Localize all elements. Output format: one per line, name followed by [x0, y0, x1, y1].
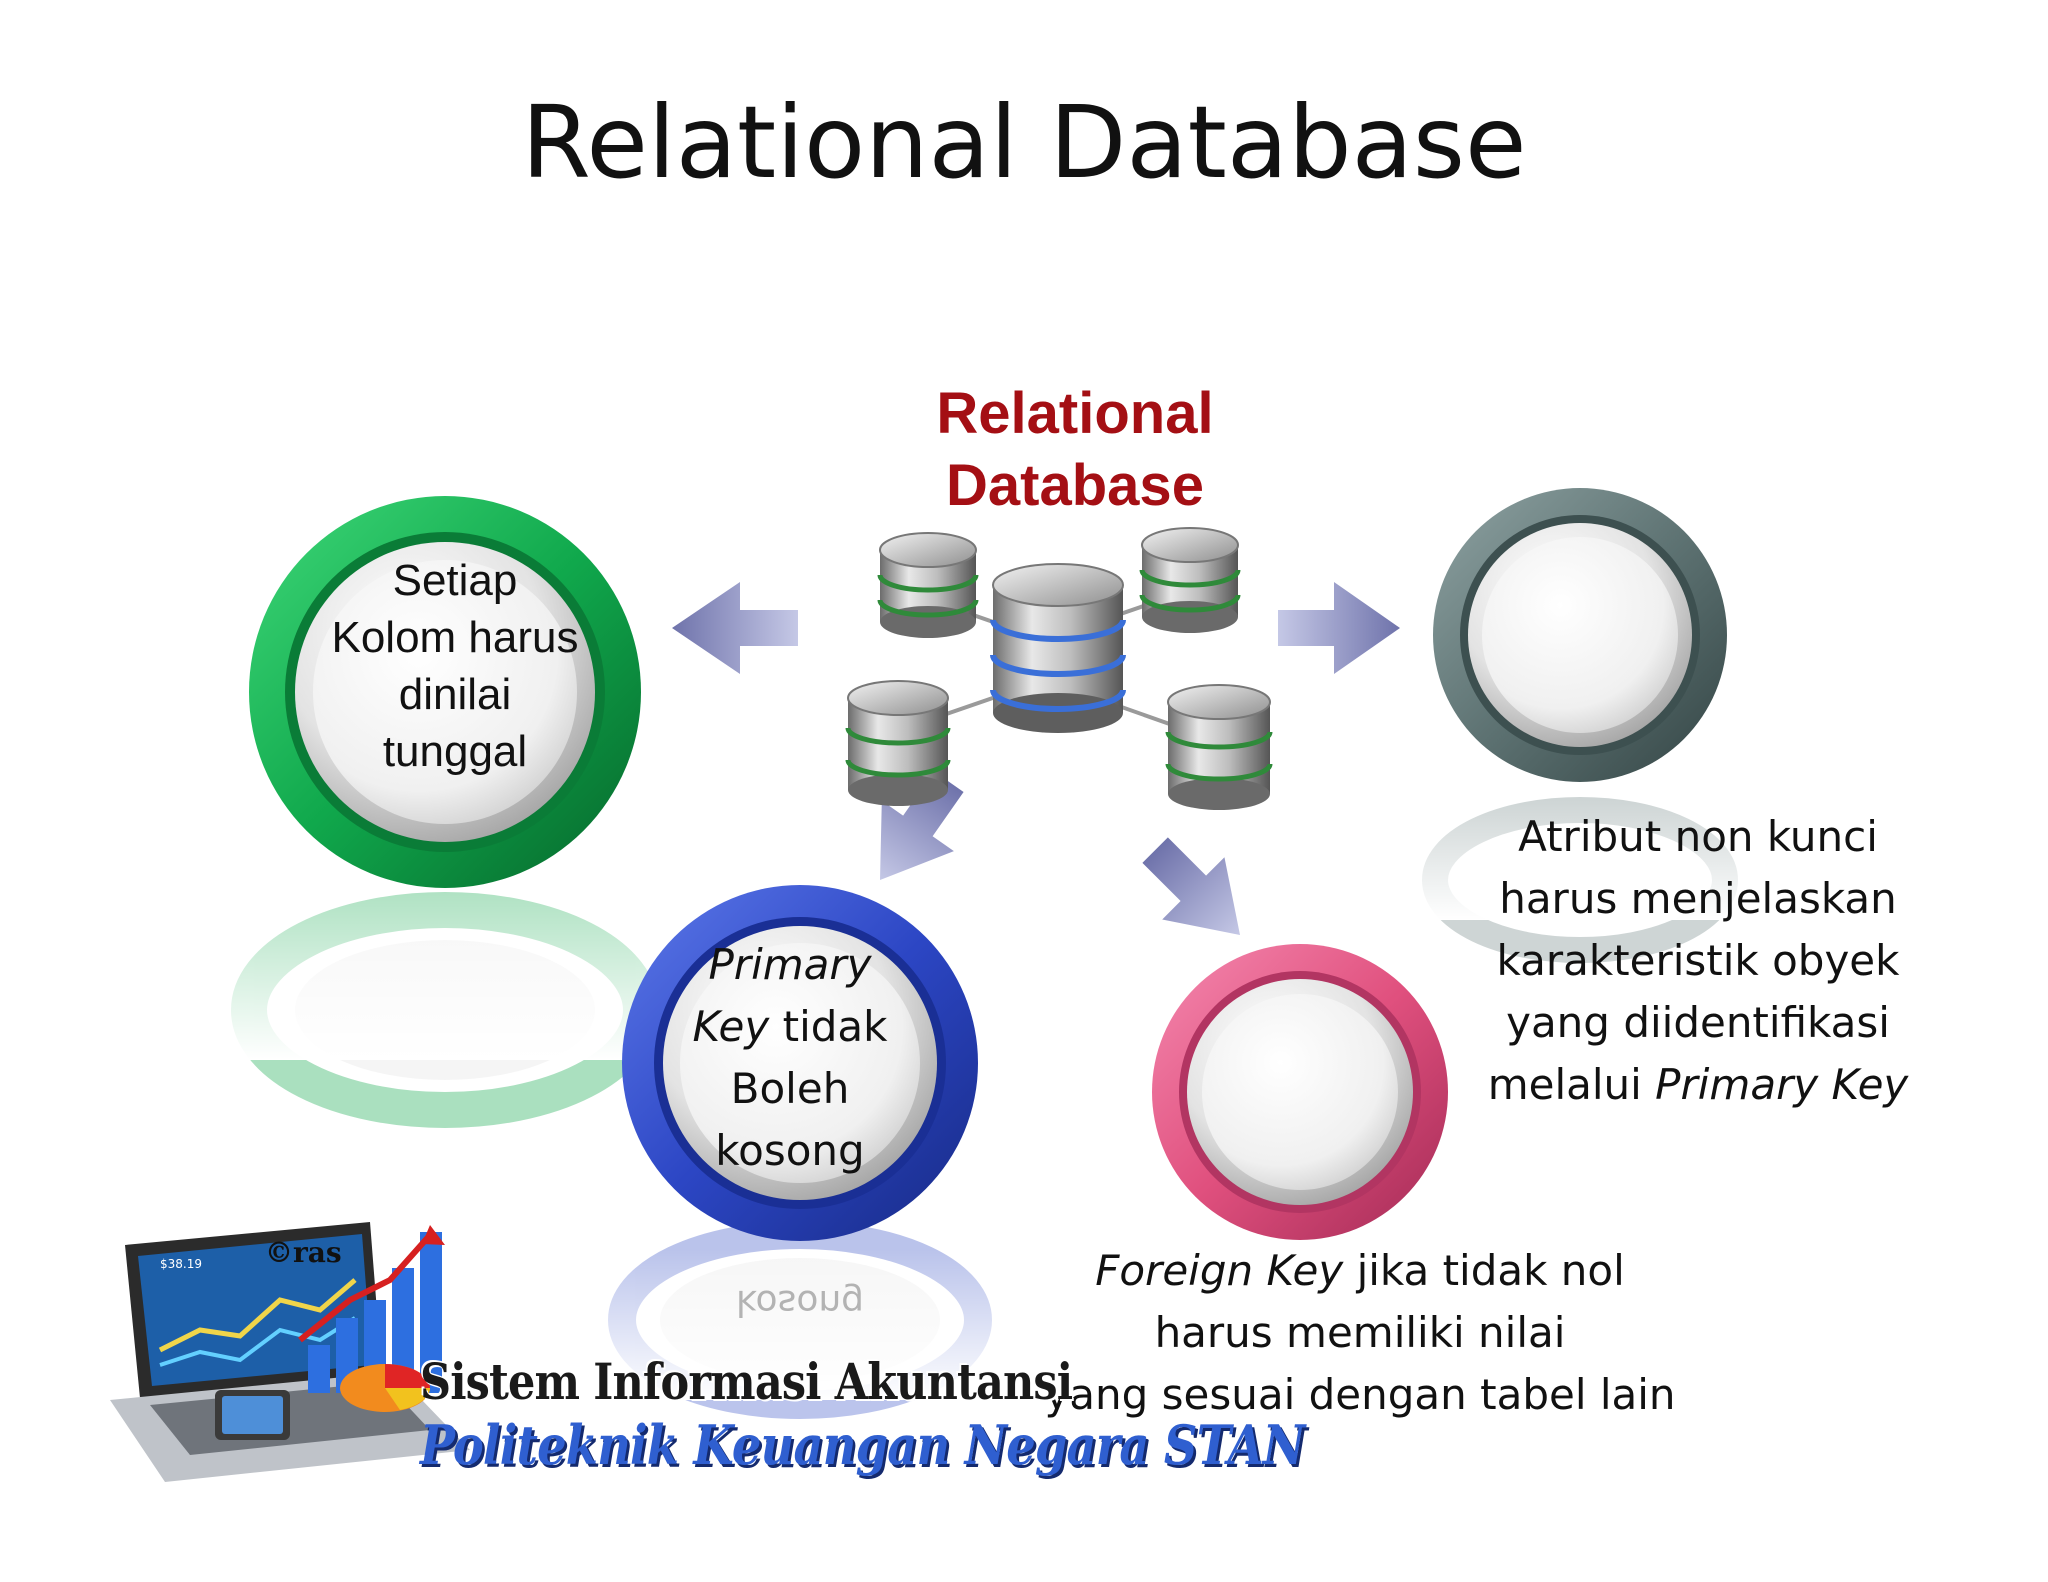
gray-circle [1433, 488, 1727, 782]
right-note-line: karakteristik obyek [1496, 936, 1900, 985]
center-label-line: Database [946, 453, 1204, 518]
blue-circle-reflection-text: kosong [735, 1282, 865, 1323]
blue-circle-line: kosong [715, 1126, 865, 1175]
right-note-line: Atribut non kunci [1518, 812, 1878, 861]
logo-watermark: ©ras [265, 1236, 342, 1269]
blue-circle-line: Boleh [730, 1064, 850, 1113]
blue-circle-line: Key tidak [692, 1002, 888, 1051]
arrow-left [672, 582, 798, 674]
blue-circle [622, 885, 978, 1241]
green-circle-line: Kolom harus [331, 613, 579, 662]
database-cylinder-small [1165, 684, 1273, 810]
green-circle-line: Setiap [392, 556, 518, 605]
screen-value: $38.19 [160, 1257, 202, 1271]
blue-circle-line: Primary [708, 940, 872, 989]
bottom-note-line: Foreign Key jika tidak nol [1095, 1246, 1625, 1295]
slide-title: Relational Database [521, 84, 1527, 201]
database-cylinder-small [845, 680, 951, 806]
bottom-note-line: yang sesuai dengan tabel lain [1044, 1370, 1676, 1419]
right-note: Atribut non kunci harus menjelaskan kara… [1438, 806, 1958, 1116]
green-circle-text: Setiap Kolom harus dinilai tunggal [300, 552, 610, 780]
green-circle-line: dinilai [398, 670, 512, 719]
right-note-line: yang diidentifikasi [1506, 998, 1890, 1047]
bottom-note: Foreign Key jika tidak nol harus memilik… [1015, 1240, 1705, 1426]
arrow-right [1278, 582, 1400, 674]
blue-circle-text: Primary Key tidak Boleh kosong [660, 934, 920, 1182]
logo-line-2: Politeknik Keuangan Negara STAN [420, 1413, 1305, 1477]
right-note-line: harus menjelaskan [1499, 874, 1897, 923]
center-label-line: Relational [936, 381, 1214, 446]
database-icon [845, 527, 1273, 810]
green-circle-line: tunggal [382, 727, 528, 776]
arrow-down-left [880, 771, 964, 880]
center-label: Relational Database [860, 378, 1290, 522]
laptop-logo-icon: $38.19 ©ras [110, 1222, 470, 1482]
arrow-down-right [1142, 837, 1240, 935]
database-cylinder-large [990, 563, 1126, 733]
right-note-line: melalui Primary Key [1487, 1060, 1909, 1109]
logo-line-1: Sistem Informasi Akuntansi [420, 1352, 1073, 1411]
database-cylinder-small [877, 532, 979, 638]
database-cylinder-small [1139, 527, 1241, 633]
pink-circle [1152, 944, 1448, 1240]
bottom-note-line: harus memiliki nilai [1154, 1308, 1566, 1357]
green-circle [249, 496, 641, 888]
